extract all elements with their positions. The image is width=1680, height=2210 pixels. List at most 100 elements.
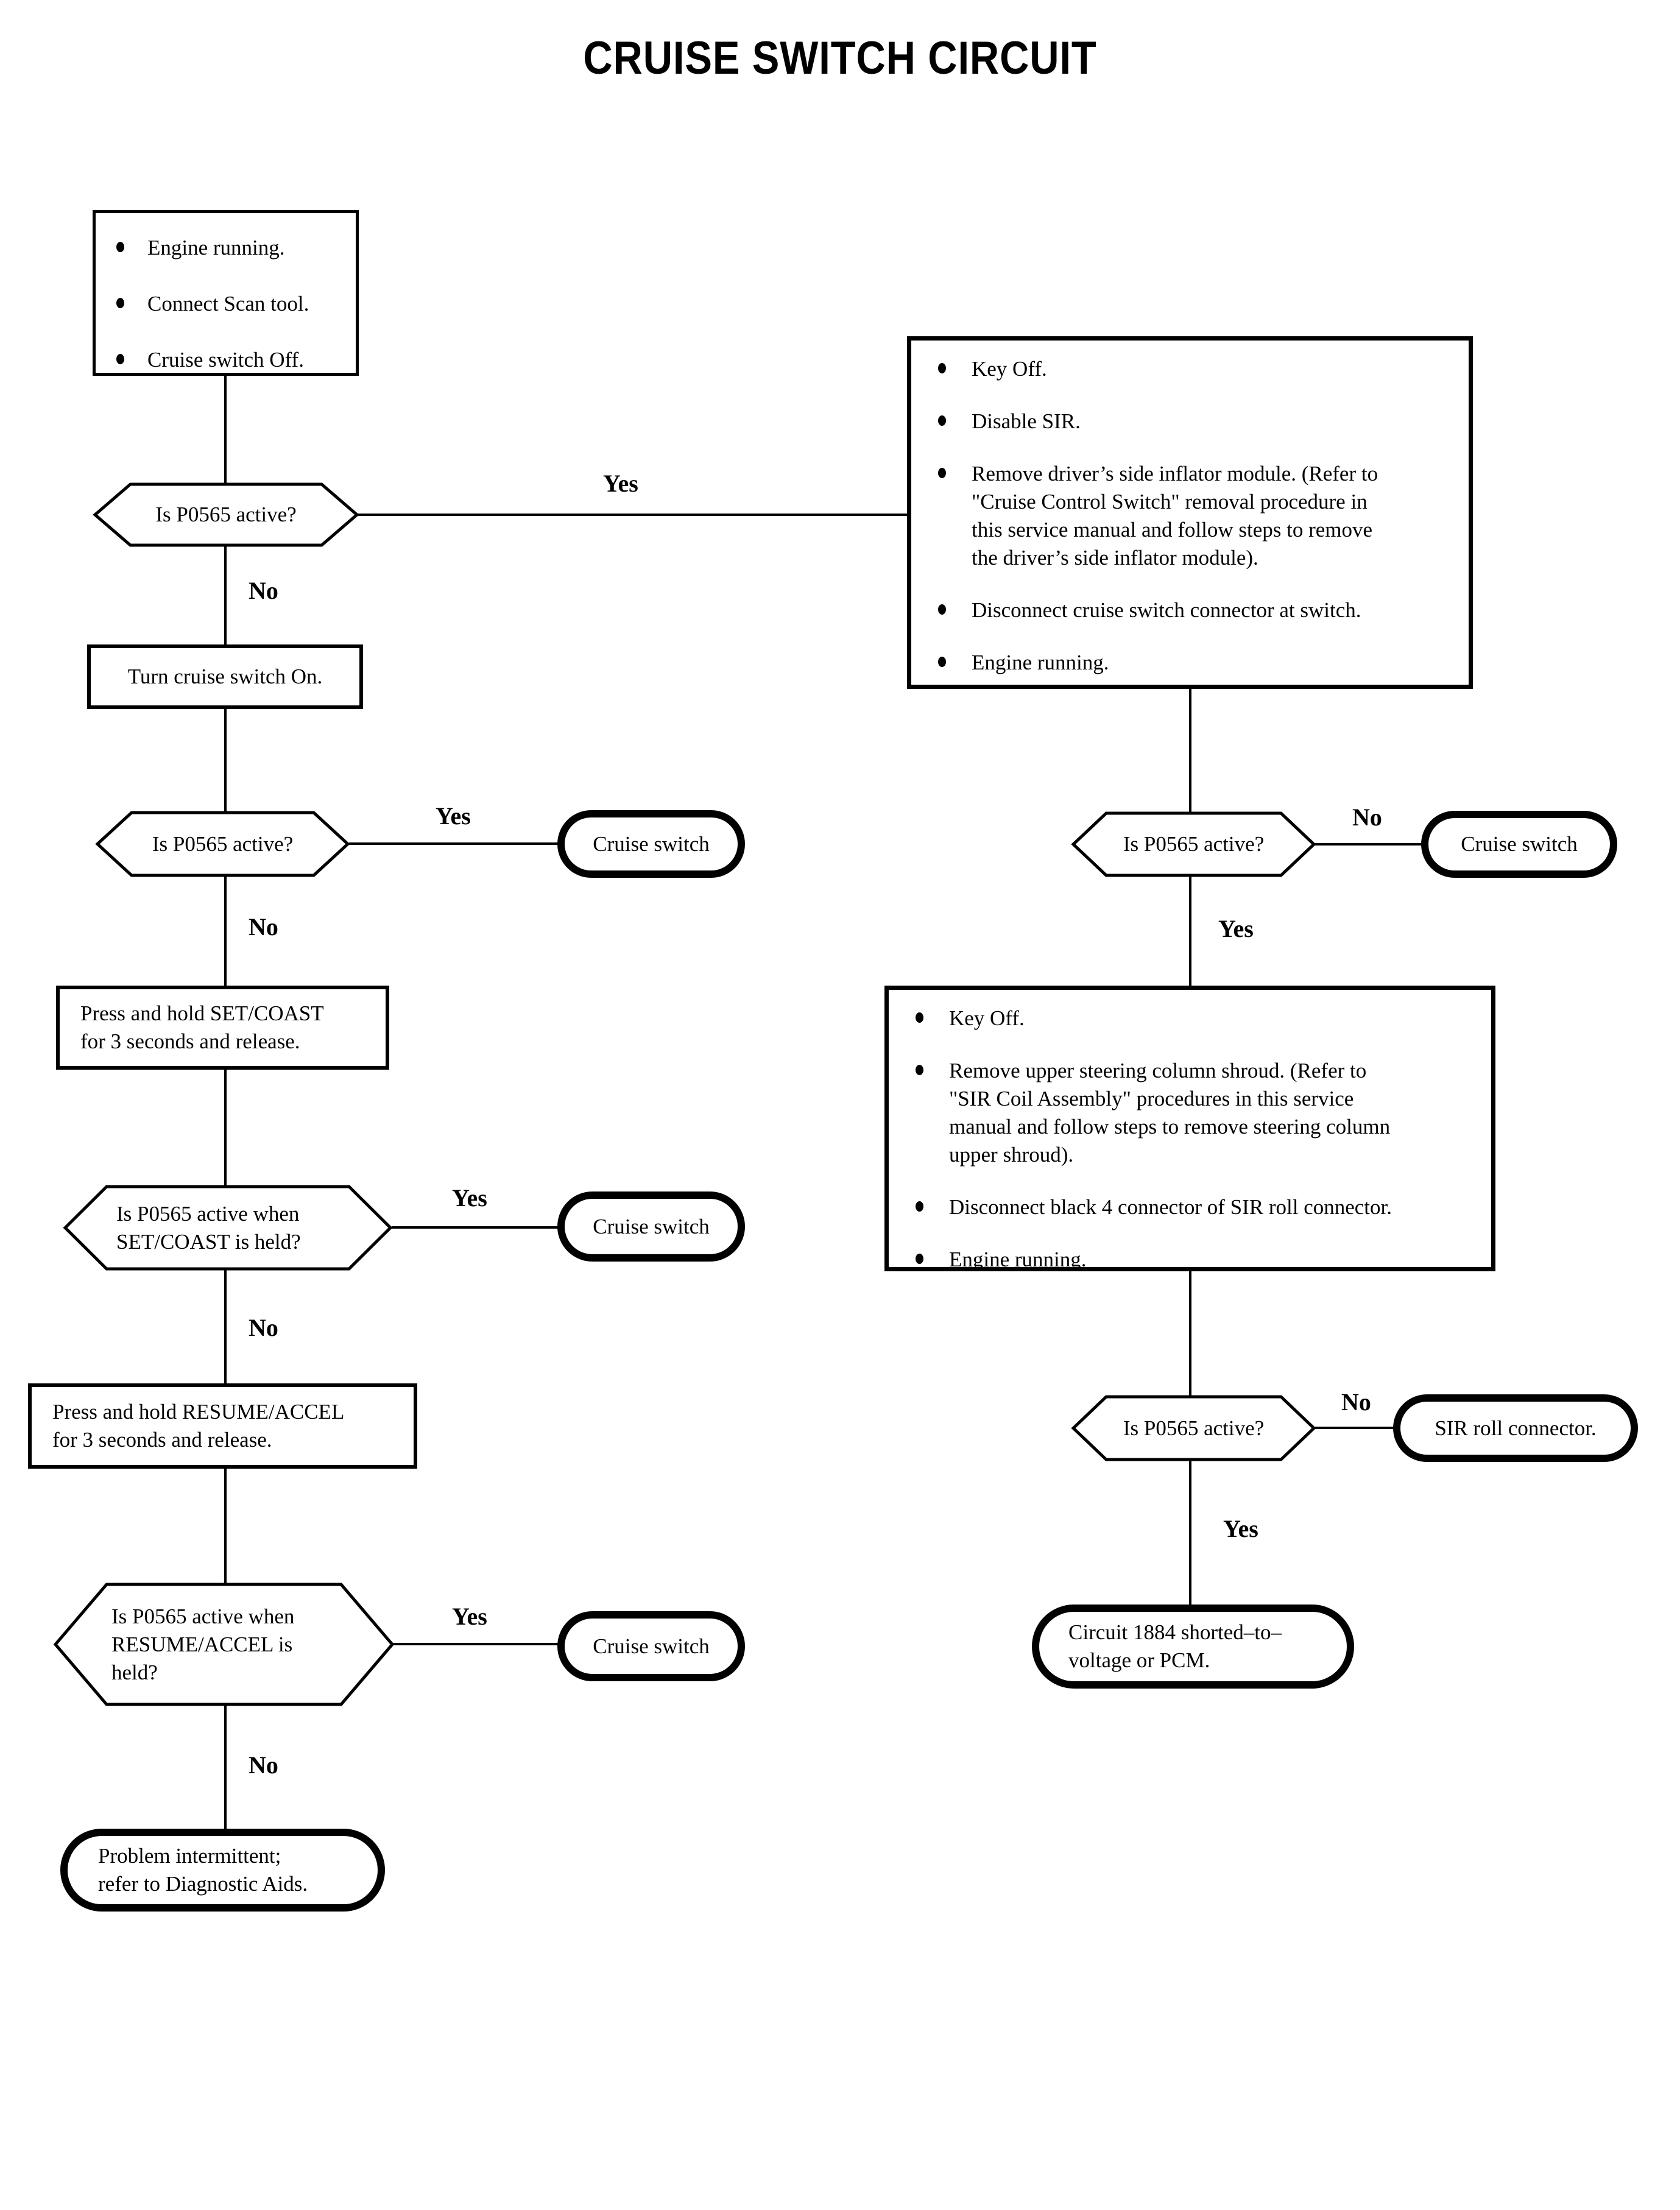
connector-line xyxy=(224,1706,227,1830)
connector-line xyxy=(1189,688,1191,812)
decision-text-line: Is P0565 active when xyxy=(116,1201,300,1226)
bullet-icon xyxy=(916,1012,923,1023)
box-text-line: Press and hold SET/COAST xyxy=(80,1001,324,1025)
connector-line xyxy=(224,375,227,483)
bullet-text-line: upper shroud). xyxy=(949,1143,1074,1167)
bullet-icon xyxy=(116,242,124,252)
edge-label-no: No xyxy=(1352,803,1382,831)
terminal-cruise-switch-4: Cruise switch xyxy=(1421,811,1617,878)
terminal-text: Cruise switch xyxy=(593,831,710,856)
connector-line xyxy=(1315,1427,1394,1429)
terminal-text: Cruise switch xyxy=(593,1634,710,1658)
turn-cruise-switch-on-box: Turn cruise switch On. xyxy=(87,644,363,709)
connector-line xyxy=(224,1467,227,1583)
bullet-text: Disconnect cruise switch connector at sw… xyxy=(972,598,1361,622)
list-item: Engine running. xyxy=(916,1246,1481,1274)
page-title: CRUISE SWITCH CIRCUIT xyxy=(583,32,1097,84)
bullet-text: Engine running. xyxy=(972,651,1109,674)
hexagon-shape xyxy=(93,482,359,547)
box-text-line: Press and hold RESUME/ACCEL xyxy=(52,1400,345,1424)
bullet-text-line: Remove driver’s side inflator module. (R… xyxy=(972,462,1378,485)
hexagon-shape xyxy=(1071,1395,1316,1461)
edge-label-no: No xyxy=(249,913,278,941)
connector-line xyxy=(349,842,559,845)
terminal-text-line: Circuit 1884 shorted–to– xyxy=(1068,1620,1282,1644)
connector-line xyxy=(392,1226,559,1229)
decision-text: Is P0565 active when RESUME/ACCEL is hel… xyxy=(53,1582,395,1707)
edge-label-no: No xyxy=(1341,1388,1371,1416)
decision-text: Is P0565 active? xyxy=(155,503,297,526)
steering-shroud-prep-box: Key Off. Remove upper steering column sh… xyxy=(884,986,1495,1271)
bullet-icon xyxy=(116,354,124,364)
edge-label-yes: Yes xyxy=(1223,1515,1258,1542)
decision-is-p0565-active-2: Is P0565 active? xyxy=(95,810,350,878)
terminal-text: Cruise switch xyxy=(1461,832,1578,856)
edge-label-no: No xyxy=(249,577,278,604)
bullet-icon xyxy=(938,657,946,667)
decision-text-line: Is P0565 active when xyxy=(111,1604,295,1628)
list-item: Connect Scan tool. xyxy=(116,290,356,318)
bullet-text-line: "Cruise Control Switch" removal procedur… xyxy=(972,490,1368,514)
terminal-text-line: Problem intermittent; xyxy=(98,1844,281,1868)
terminal-sir-roll-connector: SIR roll connector. xyxy=(1393,1394,1638,1462)
edge-label-yes: Yes xyxy=(452,1603,487,1630)
decision-text-line: held? xyxy=(111,1660,158,1684)
bullet-text-line: Remove upper steering column shroud. (Re… xyxy=(949,1059,1367,1082)
hexagon-shape xyxy=(63,1185,393,1271)
terminal-cruise-switch-2: Cruise switch xyxy=(557,1191,745,1262)
terminal-circuit-1884: Circuit 1884 shorted–to– voltage or PCM. xyxy=(1032,1605,1354,1689)
hexagon-shape xyxy=(95,811,350,877)
bullet-icon xyxy=(916,1065,923,1075)
decision-text: Is P0565 active? xyxy=(1123,832,1265,856)
bullet-icon xyxy=(938,363,946,373)
bullet-icon xyxy=(916,1254,923,1264)
list-item: Engine running. xyxy=(116,234,356,262)
decision-text: Is P0565 active? xyxy=(1123,1416,1265,1440)
decision-is-p0565-active-3: Is P0565 active? xyxy=(1071,811,1316,878)
connector-line xyxy=(224,546,227,646)
connector-line xyxy=(224,708,227,811)
connector-line xyxy=(1315,843,1422,846)
bullet-icon xyxy=(916,1201,923,1212)
edge-label-yes: Yes xyxy=(603,470,638,497)
terminal-cruise-switch-1: Cruise switch xyxy=(557,810,745,878)
edge-label-no: No xyxy=(249,1751,278,1779)
list-item: Engine running. xyxy=(938,649,1459,677)
bullet-text: Key Off. xyxy=(949,1006,1025,1030)
decision-text-line: SET/COAST is held? xyxy=(116,1229,301,1254)
list-item: Remove upper steering column shroud. (Re… xyxy=(916,1057,1481,1169)
hexagon-shape xyxy=(1071,811,1316,877)
decision-text: Is P0565 active when SET/COAST is held? xyxy=(63,1184,393,1271)
list-item: Cruise switch Off. xyxy=(116,346,356,374)
edge-label-yes: Yes xyxy=(1218,915,1254,942)
connector-line xyxy=(224,1270,227,1385)
connector-line xyxy=(224,877,227,987)
decision-resume-accel-held: Is P0565 active when RESUME/ACCEL is hel… xyxy=(53,1582,395,1707)
box-text-line: for 3 seconds and release. xyxy=(80,1029,300,1053)
decision-text: Is P0565 active? xyxy=(152,831,294,856)
bullet-text-line: manual and follow steps to remove steeri… xyxy=(949,1115,1391,1139)
bullet-text: Disconnect black 4 connector of SIR roll… xyxy=(949,1195,1392,1219)
list-item: Disconnect cruise switch connector at sw… xyxy=(938,596,1459,624)
terminal-cruise-switch-3: Cruise switch xyxy=(557,1611,745,1681)
list-item: Remove driver’s side inflator module. (R… xyxy=(938,460,1459,572)
bullet-text: Engine running. xyxy=(147,236,285,259)
connector-line xyxy=(224,1068,227,1185)
decision-set-coast-held: Is P0565 active when SET/COAST is held? xyxy=(63,1184,393,1271)
terminal-text: Cruise switch xyxy=(593,1214,710,1238)
terminal-text: SIR roll connector. xyxy=(1435,1416,1597,1440)
list-item: Key Off. xyxy=(938,355,1459,383)
bullet-text: Cruise switch Off. xyxy=(147,348,304,372)
decision-is-p0565-active-1: Is P0565 active? xyxy=(93,482,359,548)
connector-line xyxy=(1189,877,1191,987)
decision-text-line: RESUME/ACCEL is xyxy=(111,1632,293,1656)
bullet-icon xyxy=(116,298,124,308)
bullet-text: Connect Scan tool. xyxy=(147,292,309,316)
press-set-coast-box: Press and hold SET/COAST for 3 seconds a… xyxy=(56,986,389,1070)
bullet-text-line: "SIR Coil Assembly" procedures in this s… xyxy=(949,1087,1354,1110)
terminal-text-line: voltage or PCM. xyxy=(1068,1648,1210,1672)
edge-label-yes: Yes xyxy=(452,1184,487,1212)
connector-line xyxy=(1189,1270,1191,1396)
bullet-text: Disable SIR. xyxy=(972,409,1081,433)
list-item: Disable SIR. xyxy=(938,408,1459,436)
